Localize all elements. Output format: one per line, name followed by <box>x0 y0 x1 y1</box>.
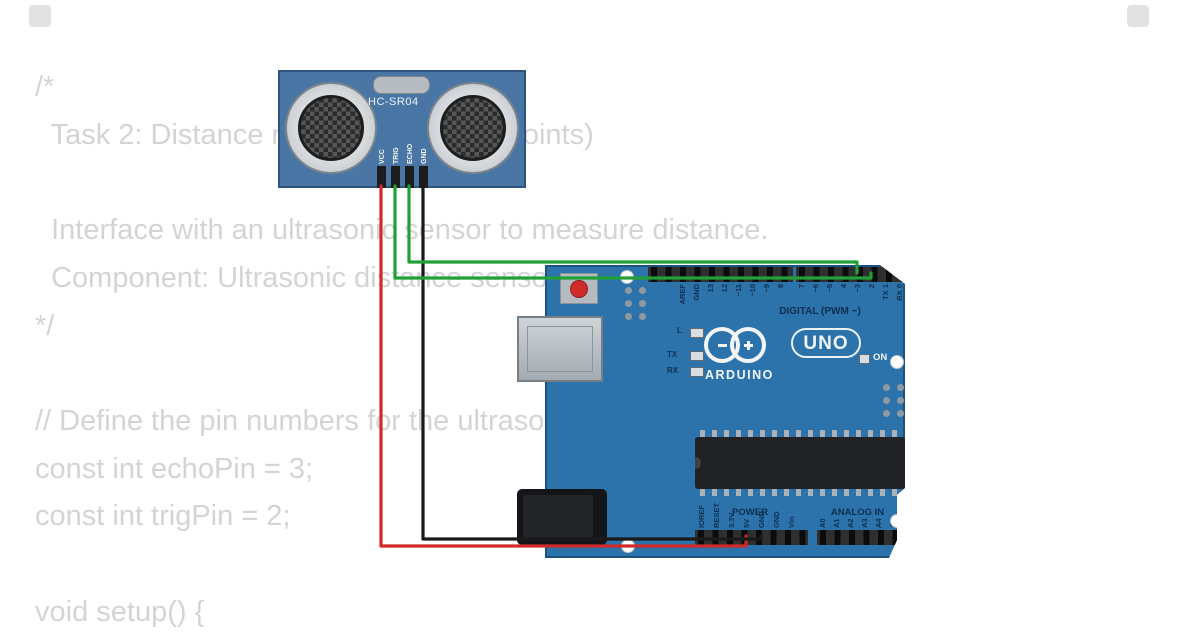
usb-connector <box>517 316 603 382</box>
led-label-tx: TX <box>667 350 678 359</box>
led-label-l: L <box>677 326 682 335</box>
power-jack <box>517 489 607 545</box>
sensor-pin-label-vcc: VCC <box>379 149 386 164</box>
pin-label-gnd-top: GND <box>692 284 701 301</box>
toolbar-icon-right <box>1127 5 1149 27</box>
hc-sr04-sensor[interactable]: HC-SR04 VCC TRIG ECHO GND <box>278 70 526 188</box>
pin-label-aref: AREF <box>678 284 687 305</box>
sensor-pin-trig[interactable] <box>391 166 400 188</box>
power-header[interactable] <box>695 530 808 545</box>
pin-label-rx0: RX 0 <box>895 284 904 301</box>
sensor-pin-echo[interactable] <box>405 166 414 188</box>
led-rx <box>690 367 704 377</box>
pin-label-12: 12 <box>720 284 729 293</box>
arduino-brand-text: ARDUINO <box>705 368 774 382</box>
mounting-hole-top-left <box>620 270 634 284</box>
mounting-hole-bottom-left <box>621 539 635 553</box>
sensor-pin-label-trig: TRIG <box>393 147 400 164</box>
pin-label-11: ~11 <box>734 284 743 297</box>
digital-header-left[interactable] <box>648 267 793 282</box>
led-l <box>690 328 704 338</box>
reset-button[interactable] <box>560 273 598 304</box>
mcu-legs-bottom <box>700 489 900 496</box>
uno-model-badge: UNO <box>791 328 861 358</box>
icsp-header-mcu <box>883 384 904 417</box>
digital-header-right[interactable] <box>796 267 903 282</box>
power-jack-inner <box>523 495 593 539</box>
analog-section-label: ANALOG IN <box>830 507 885 518</box>
transducer-right <box>427 82 519 174</box>
transducer-left <box>285 82 377 174</box>
icsp-header-usb <box>625 287 646 320</box>
crystal-oscillator <box>373 76 430 94</box>
power-section-label: POWER <box>732 507 768 518</box>
logo-plus-v-icon <box>746 340 750 350</box>
digital-section-label: DIGITAL (PWM ~) <box>779 306 861 317</box>
sensor-pin-vcc[interactable] <box>377 166 386 188</box>
reset-button-cap[interactable] <box>570 280 588 298</box>
led-label-rx: RX <box>667 366 679 375</box>
mcu-chip <box>695 437 905 489</box>
sensor-pin-label-gnd: GND <box>421 148 428 164</box>
led-tx <box>690 351 704 361</box>
mounting-hole-right <box>890 355 904 369</box>
mcu-legs-top <box>700 430 900 437</box>
transducer-mesh-right <box>440 95 506 161</box>
logo-minus-icon <box>718 343 727 347</box>
usb-connector-inner <box>527 326 593 372</box>
toolbar-icon-left <box>29 5 51 27</box>
sensor-model-label: HC-SR04 <box>368 96 419 108</box>
mounting-hole-bottom-right <box>890 514 904 528</box>
led-on <box>859 354 870 364</box>
pin-label-13: 13 <box>706 284 715 293</box>
sensor-pin-gnd[interactable] <box>419 166 428 188</box>
transducer-mesh-left <box>298 95 364 161</box>
sensor-pin-label-echo: ECHO <box>407 143 414 164</box>
on-label: ON <box>873 352 888 363</box>
analog-header[interactable] <box>817 530 898 545</box>
